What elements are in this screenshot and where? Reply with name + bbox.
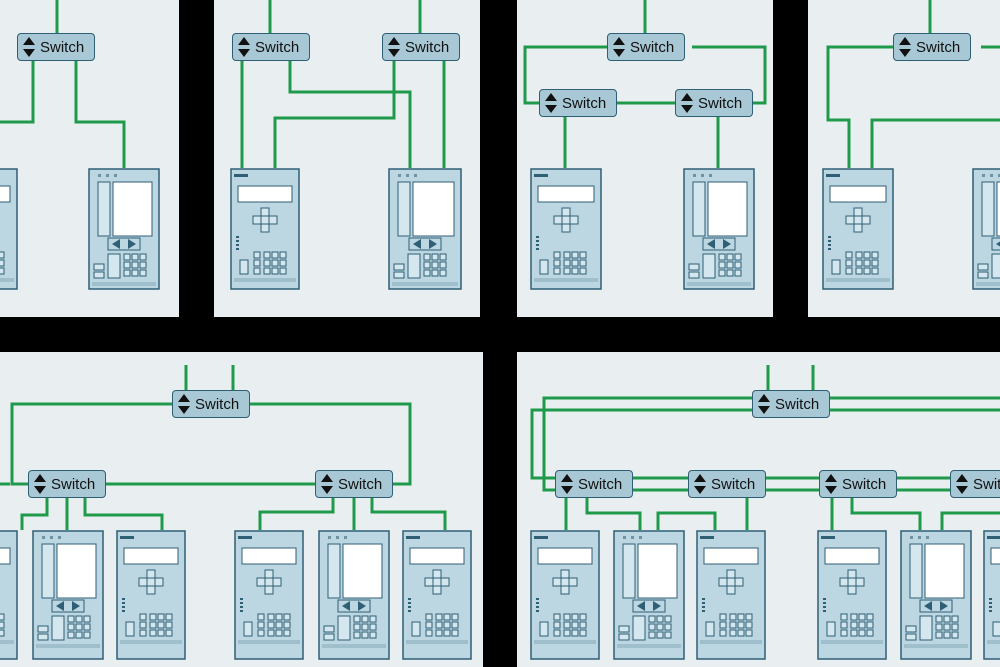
protection-relay-device-with-display	[972, 168, 1000, 290]
network-switch: Switch	[819, 470, 897, 498]
network-switch: Switch	[315, 470, 393, 498]
network-switch: Switch	[752, 390, 830, 418]
network-switch: Switch	[893, 33, 971, 61]
switch-label: Switch	[973, 475, 1000, 493]
up-down-arrows-icon	[178, 394, 190, 414]
up-down-arrows-icon	[613, 37, 625, 57]
network-cable	[826, 45, 893, 168]
protection-relay-device	[817, 530, 887, 660]
network-cable	[523, 45, 607, 105]
network-cable	[10, 402, 172, 486]
up-down-arrows-icon	[321, 474, 333, 494]
network-switch: Switch	[382, 33, 460, 61]
protection-relay-device	[402, 530, 472, 660]
network-cable	[20, 498, 49, 530]
protection-relay-device	[230, 168, 300, 290]
switch-label: Switch	[630, 38, 675, 56]
network-switch: Switch	[688, 470, 766, 498]
network-cable	[585, 498, 642, 530]
up-down-arrows-icon	[23, 37, 35, 57]
switch-label: Switch	[338, 475, 383, 493]
up-down-arrows-icon	[694, 474, 706, 494]
network-cable	[83, 498, 164, 530]
switch-label: Switch	[916, 38, 961, 56]
up-down-arrows-icon	[758, 394, 770, 414]
network-cable	[74, 60, 126, 168]
network-switch: Switch	[539, 89, 617, 117]
switch-label: Switch	[775, 395, 820, 413]
protection-relay-device	[116, 530, 186, 660]
protection-relay-device	[696, 530, 766, 660]
switch-label: Switch	[562, 94, 607, 112]
up-down-arrows-icon	[388, 37, 400, 57]
network-cable	[656, 511, 717, 530]
protection-relay-device-with-display	[88, 168, 160, 290]
switch-label: Switch	[711, 475, 756, 493]
protection-relay-device-with-display	[683, 168, 755, 290]
protection-relay-device-with-display	[613, 530, 685, 660]
up-down-arrows-icon	[825, 474, 837, 494]
network-switch: Switch	[17, 33, 95, 61]
network-cable	[258, 498, 335, 530]
protection-relay-device-with-display	[318, 530, 390, 660]
switch-label: Switch	[51, 475, 96, 493]
network-switch: Switch	[28, 470, 106, 498]
up-down-arrows-icon	[561, 474, 573, 494]
up-down-arrows-icon	[34, 474, 46, 494]
protection-relay-device-with-display	[32, 530, 104, 660]
switch-label: Switch	[195, 395, 240, 413]
protection-relay-device-with-display	[388, 168, 462, 290]
protection-relay-device	[0, 168, 18, 290]
protection-relay-device	[822, 168, 894, 290]
switch-label: Switch	[40, 38, 85, 56]
up-down-arrows-icon	[681, 93, 693, 113]
network-cable	[530, 408, 752, 480]
network-cable	[870, 118, 1000, 168]
up-down-arrows-icon	[545, 93, 557, 113]
network-switch: Switch	[607, 33, 685, 61]
switch-label: Switch	[842, 475, 887, 493]
switch-label: Switch	[405, 38, 450, 56]
network-cable	[850, 498, 922, 530]
network-switch: Switch	[950, 470, 1000, 498]
protection-relay-device	[0, 530, 18, 660]
protection-relay-device	[234, 530, 304, 660]
protection-relay-device-with-display	[900, 530, 972, 660]
network-cable	[542, 396, 752, 492]
network-switch: Switch	[675, 89, 753, 117]
network-cable	[370, 498, 447, 530]
network-cable	[288, 60, 412, 168]
up-down-arrows-icon	[899, 37, 911, 57]
up-down-arrows-icon	[238, 37, 250, 57]
switch-label: Switch	[255, 38, 300, 56]
network-switch: Switch	[172, 390, 250, 418]
network-cable	[940, 511, 1000, 530]
network-cable	[273, 60, 396, 168]
switch-label: Switch	[578, 475, 623, 493]
protection-relay-device	[530, 168, 602, 290]
switch-label: Switch	[698, 94, 743, 112]
up-down-arrows-icon	[956, 474, 968, 494]
protection-relay-device	[983, 530, 1000, 660]
network-cable	[692, 45, 767, 105]
network-cable	[250, 402, 412, 486]
network-cable	[0, 60, 35, 124]
protection-relay-device	[530, 530, 600, 660]
network-switch: Switch	[555, 470, 633, 498]
network-switch: Switch	[232, 33, 310, 61]
